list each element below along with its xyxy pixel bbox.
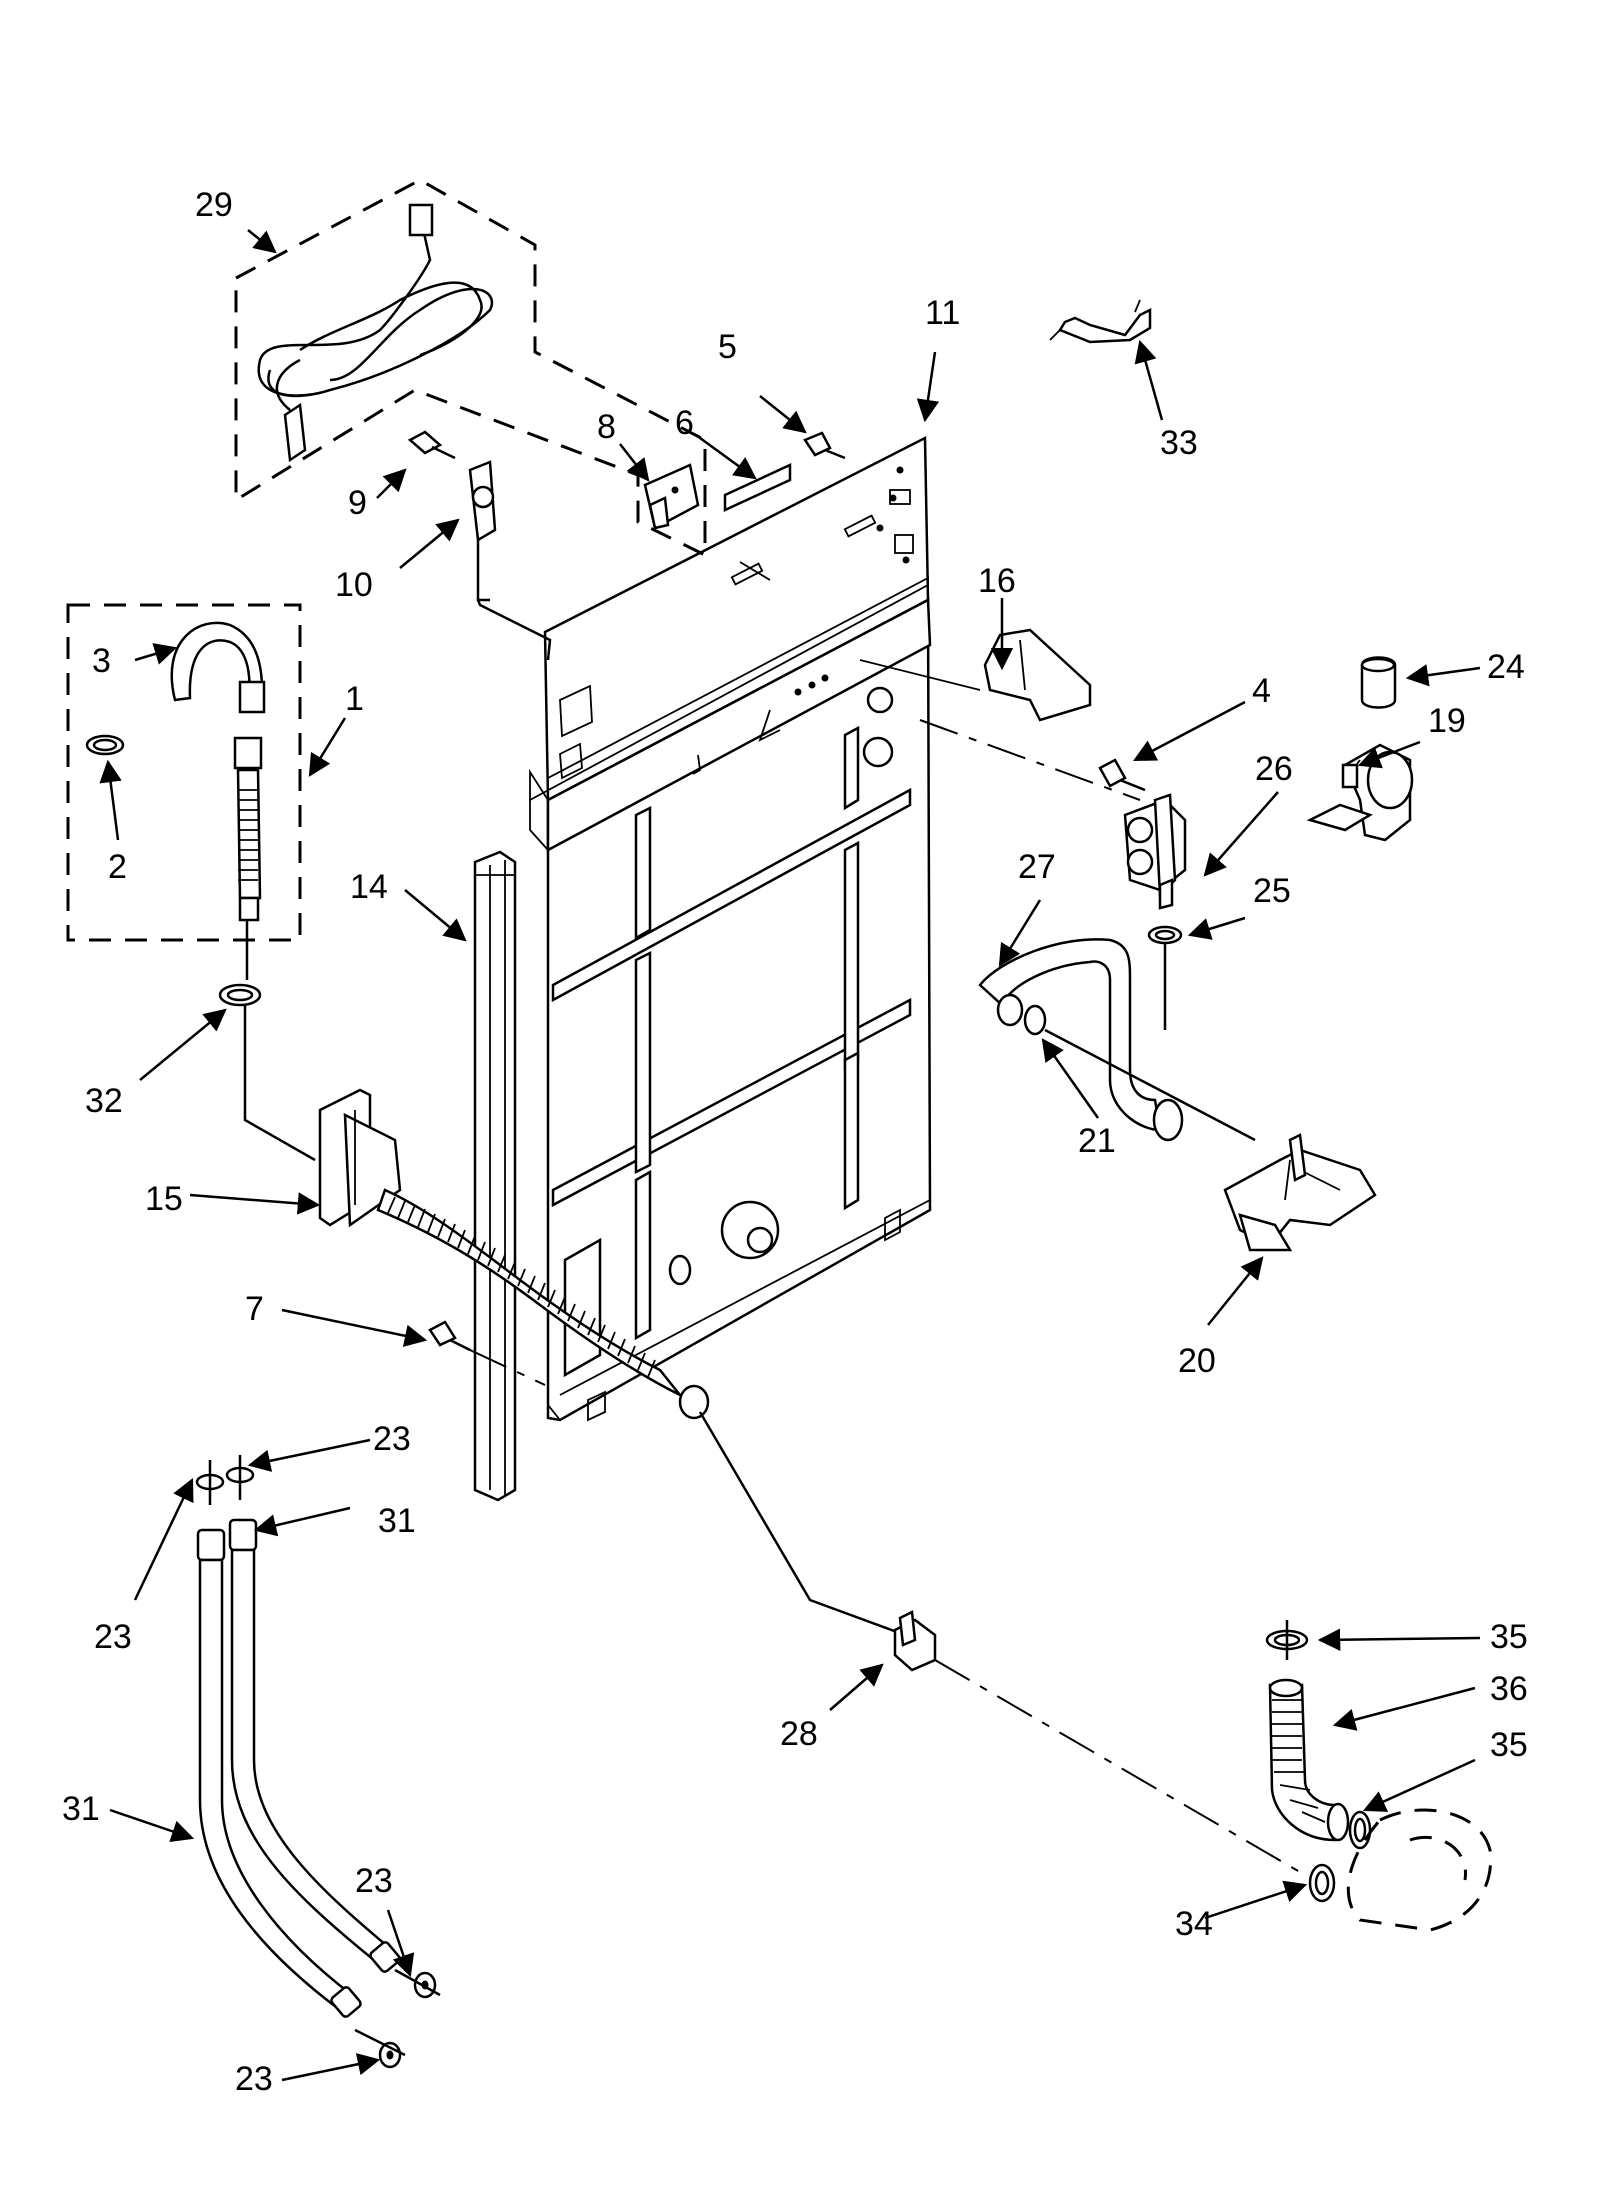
callout-11: 11 (925, 294, 960, 332)
drain-hose-kit-drawing (66, 603, 302, 980)
right-parts-drawing (859, 628, 1414, 1252)
callout-2: 2 (108, 848, 127, 886)
callout-23-top-left: 23 (94, 1618, 132, 1656)
callout-23-mid: 23 (355, 1862, 393, 1900)
callout-19: 19 (1428, 702, 1466, 740)
callout-24: 24 (1487, 648, 1525, 686)
screw-7-drawing (428, 1320, 546, 1386)
callout-23-bottom: 23 (235, 2060, 273, 2098)
callout-labels: 29 11 5 6 8 33 9 10 3 1 2 14 16 24 4 19 … (62, 186, 1528, 2098)
callout-10: 10 (335, 566, 373, 604)
callout-1: 1 (345, 680, 364, 718)
callout-9: 9 (348, 484, 367, 522)
callout-15: 15 (145, 1180, 183, 1218)
callout-23-top-right: 23 (373, 1420, 411, 1458)
callout-5: 5 (718, 328, 737, 366)
leader-arrows (99, 229, 1481, 2082)
callout-33: 33 (1160, 424, 1198, 462)
callout-31-right: 31 (378, 1502, 416, 1540)
callout-20: 20 (1178, 1342, 1216, 1380)
callout-25: 25 (1253, 872, 1291, 910)
callout-6: 6 (675, 404, 694, 442)
callout-35-bottom: 35 (1490, 1726, 1528, 1764)
callout-14: 14 (350, 868, 388, 906)
rear-panel-drawing (529, 435, 932, 1422)
callout-26: 26 (1255, 750, 1293, 788)
fill-hoses-drawing (195, 1455, 441, 2069)
callout-28: 28 (780, 1715, 818, 1753)
callout-4: 4 (1252, 672, 1271, 710)
callout-35-top: 35 (1490, 1618, 1528, 1656)
lower-right-parts (893, 1610, 1493, 1932)
callout-32: 32 (85, 1082, 123, 1120)
callout-27: 27 (1018, 848, 1056, 886)
callout-34: 34 (1175, 1905, 1213, 1943)
callout-31-left: 31 (62, 1790, 100, 1828)
side-rail-drawing (473, 850, 517, 1502)
corrugated-drain-hose (376, 1188, 906, 1637)
callout-8: 8 (597, 408, 616, 446)
top-small-parts (407, 299, 1152, 661)
hose-bracket-drawing (218, 983, 402, 1228)
callout-36: 36 (1490, 1670, 1528, 1708)
callout-16: 16 (978, 562, 1016, 600)
power-cord-drawing (234, 178, 707, 558)
callout-29: 29 (195, 186, 233, 224)
callout-21: 21 (1078, 1122, 1116, 1160)
callout-3: 3 (92, 642, 111, 680)
callout-7: 7 (245, 1290, 264, 1328)
